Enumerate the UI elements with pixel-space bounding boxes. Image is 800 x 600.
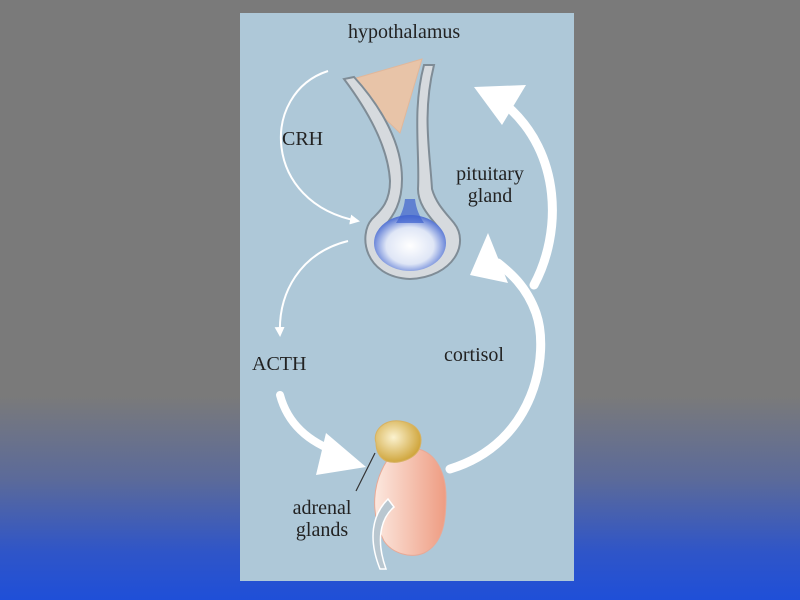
label-adrenal-line1: adrenal bbox=[292, 497, 352, 519]
adrenal-pointer-line bbox=[355, 452, 376, 492]
label-crh: CRH bbox=[282, 128, 324, 150]
hpa-axis-diagram bbox=[274, 58, 557, 570]
cortisol-outer-arrow bbox=[501, 100, 557, 290]
crh-arrow bbox=[280, 70, 360, 225]
adrenal-gland-shape bbox=[374, 420, 422, 463]
pituitary-stalk-inner bbox=[396, 199, 424, 223]
label-acth: ACTH bbox=[252, 353, 307, 375]
pituitary-gland-bulb bbox=[374, 215, 446, 271]
acth-thick-arrowhead bbox=[316, 433, 366, 475]
diagram-panel: hypothalamus CRH pituitary gland ACTH co… bbox=[240, 13, 574, 581]
label-adrenal-line2: glands bbox=[295, 519, 349, 541]
label-pituitary-line1: pituitary bbox=[456, 163, 524, 185]
acth-thin-arrow bbox=[274, 240, 349, 337]
label-pituitary-gland: pituitary gland bbox=[438, 163, 542, 207]
ureter-shape bbox=[372, 497, 396, 570]
label-adrenal-glands: adrenal glands bbox=[276, 497, 368, 541]
cortisol-outer-arrowhead bbox=[474, 85, 526, 125]
label-pituitary-line2: gland bbox=[467, 185, 513, 207]
label-hypothalamus: hypothalamus bbox=[348, 21, 461, 43]
cortisol-inner-arrowhead bbox=[470, 233, 508, 283]
label-cortisol: cortisol bbox=[444, 344, 504, 366]
cortisol-inner-arrow bbox=[445, 258, 546, 474]
